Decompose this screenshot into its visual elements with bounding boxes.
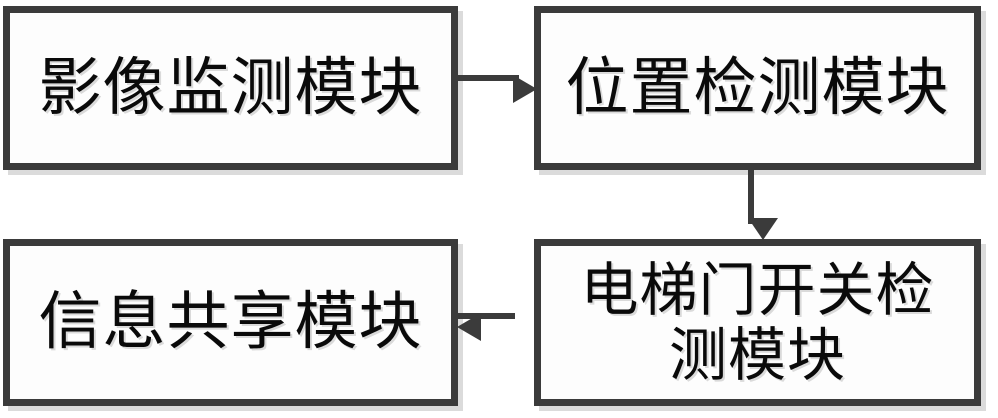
node-image-monitoring-module[interactable]: 影像监测模块 — [3, 6, 458, 170]
arrow-down-icon — [748, 218, 778, 240]
connector-line — [457, 75, 519, 81]
node-elevator-door-switch-detection-module[interactable]: 电梯门开关检 测模块 — [534, 239, 981, 406]
connector-line — [748, 170, 754, 224]
connector-position-to-door — [748, 170, 778, 242]
connector-line — [457, 313, 515, 319]
arrow-right-icon — [513, 75, 537, 103]
connector-image-to-position — [457, 75, 537, 103]
node-position-detection-module[interactable]: 位置检测模块 — [534, 6, 981, 170]
node-information-sharing-module[interactable]: 信息共享模块 — [3, 239, 458, 406]
node-label: 影像监测模块 — [38, 50, 423, 124]
arrow-left-icon — [457, 313, 481, 341]
node-label: 位置检测模块 — [565, 50, 950, 124]
node-label: 电梯门开关检 测模块 — [580, 255, 935, 389]
connector-door-to-info — [457, 313, 537, 341]
node-label: 信息共享模块 — [38, 285, 423, 359]
